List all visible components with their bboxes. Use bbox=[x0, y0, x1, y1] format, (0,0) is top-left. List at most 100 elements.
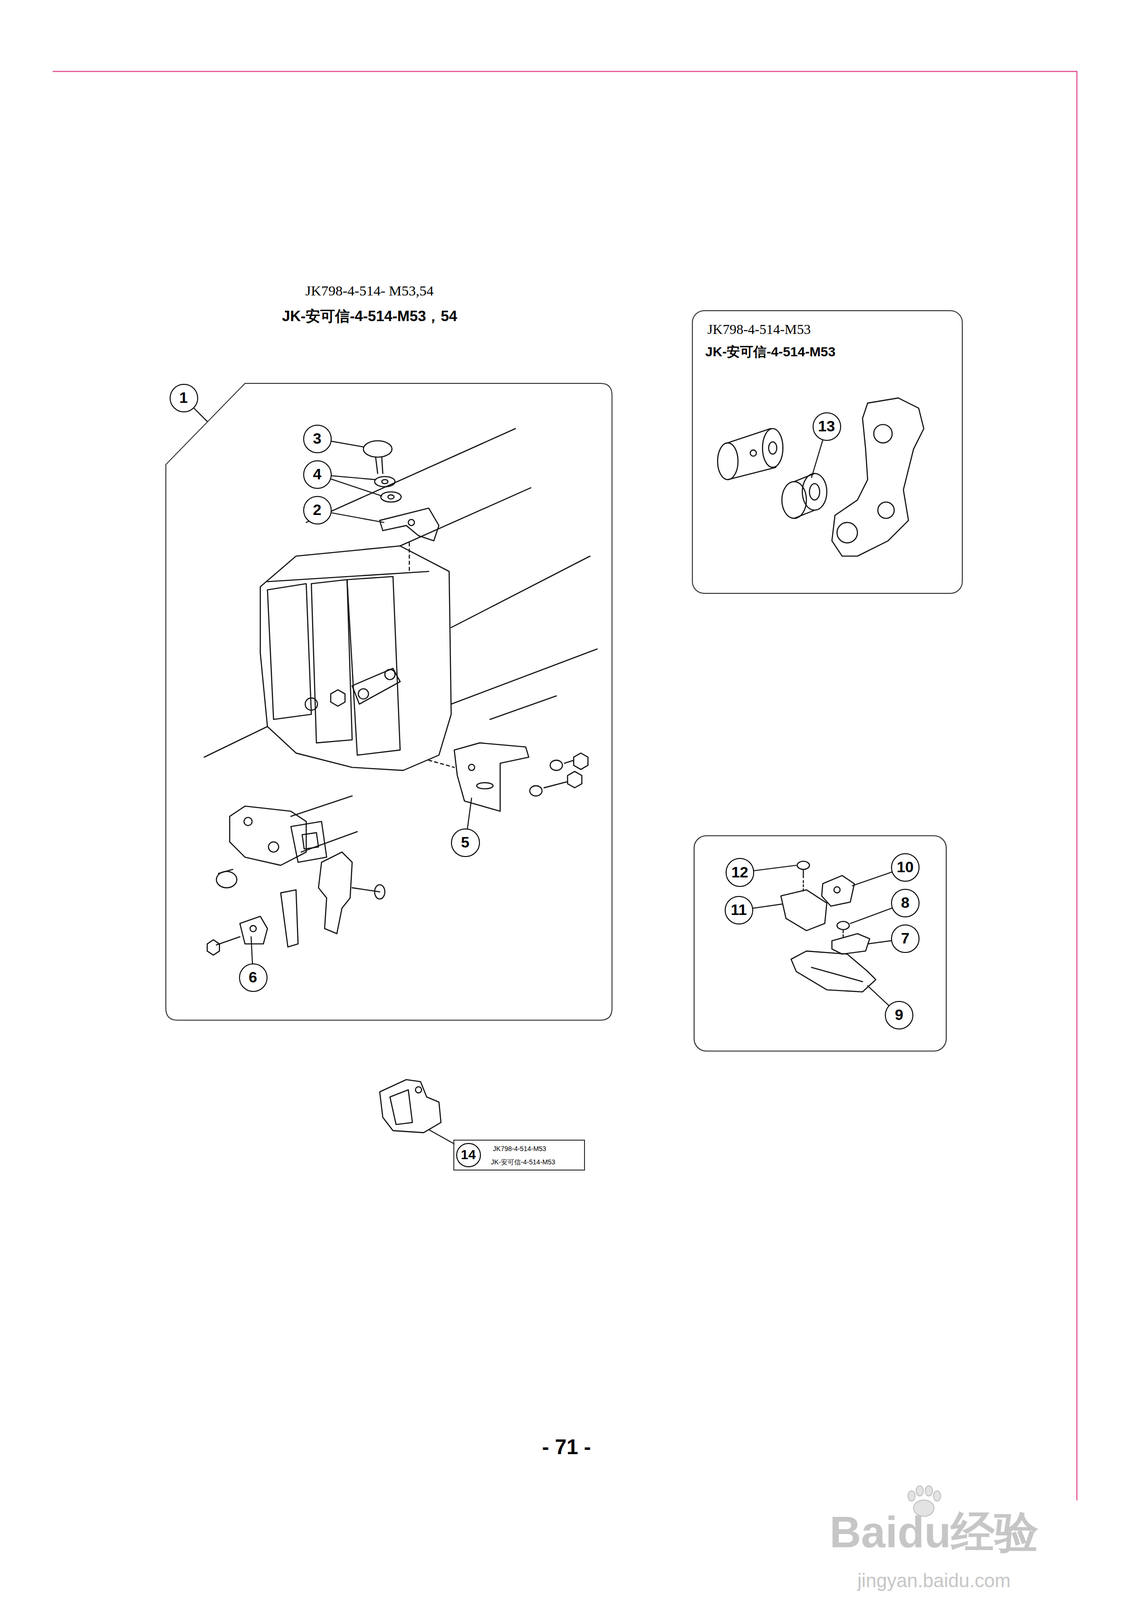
panel-outline bbox=[165, 383, 613, 1021]
parts-panel: JK798-4-514-M53JK-安可信-4-514-M5313 bbox=[691, 310, 963, 595]
presser-foot-panel bbox=[836, 921, 850, 930]
crank-drawing bbox=[717, 398, 924, 557]
watermark-paw bbox=[925, 1486, 933, 1497]
machine-head-drawing bbox=[387, 495, 394, 500]
machine-head-drawing bbox=[384, 669, 395, 680]
page-border-line bbox=[53, 70, 1077, 72]
machine-head-drawing bbox=[428, 760, 455, 768]
crank-drawing bbox=[794, 473, 815, 519]
watermark-paw bbox=[933, 1491, 941, 1502]
machine-head-drawing bbox=[400, 488, 531, 547]
callout-number: 13 bbox=[812, 412, 842, 441]
machine-head-drawing bbox=[311, 579, 353, 744]
machine-head-drawing bbox=[267, 571, 429, 582]
panel-outline bbox=[165, 383, 613, 1022]
callout-label: 14 bbox=[460, 1147, 476, 1163]
callout-label: 3 bbox=[313, 430, 322, 448]
machine-head-drawing bbox=[358, 689, 369, 700]
callout-label: 12 bbox=[731, 863, 749, 882]
presser-foot-panel bbox=[833, 887, 841, 894]
crank-drawing bbox=[768, 441, 777, 455]
presser-bar-parts-drawing bbox=[374, 884, 385, 900]
callout-number: 8 bbox=[891, 889, 920, 918]
presser-foot-panel bbox=[797, 861, 810, 870]
machine-head-drawing bbox=[379, 508, 440, 542]
presser-bar-parts-drawing bbox=[249, 925, 257, 932]
presser-foot-panel bbox=[811, 967, 863, 982]
machine-head-drawing bbox=[260, 546, 452, 771]
model-label: JK798-4-514- M53,54 bbox=[305, 282, 434, 300]
callout-number: 7 bbox=[891, 924, 920, 954]
watermark: Baidu经验 bbox=[829, 1507, 1039, 1559]
machine-head-drawing bbox=[408, 543, 410, 574]
crank-drawing bbox=[836, 522, 858, 544]
crank-drawing bbox=[728, 428, 777, 480]
callout-number: 6 bbox=[239, 963, 268, 993]
machine-head-drawing bbox=[454, 743, 529, 812]
machine-head-drawing bbox=[375, 457, 383, 474]
presser-bar-parts-drawing bbox=[243, 817, 252, 826]
part-14-drawing bbox=[415, 1087, 422, 1094]
machine-head-drawing bbox=[305, 698, 318, 711]
presser-bar-parts-drawing bbox=[216, 871, 237, 888]
crank-drawing bbox=[717, 442, 739, 480]
callout-label: 11 bbox=[730, 901, 748, 920]
machine-head-drawing bbox=[567, 771, 582, 788]
page-border-line bbox=[53, 71, 1077, 1501]
machine-head-drawing bbox=[529, 785, 543, 796]
crank-drawing bbox=[802, 473, 827, 511]
presser-bar-parts-drawing bbox=[239, 916, 268, 945]
presser-foot-panel bbox=[821, 875, 855, 907]
callout-label: 8 bbox=[900, 894, 910, 912]
presser-foot-panel bbox=[791, 951, 876, 993]
machine-head-drawing bbox=[363, 440, 393, 458]
callout-label: 2 bbox=[313, 501, 322, 519]
presser-bar-parts-drawing bbox=[280, 890, 299, 948]
machine-head-drawing bbox=[408, 519, 415, 526]
machine-head-drawing bbox=[267, 584, 312, 720]
machine-head-drawing bbox=[352, 668, 401, 705]
page-border-line bbox=[1076, 71, 1078, 1501]
leader-line bbox=[193, 408, 906, 1145]
crank-drawing bbox=[877, 502, 894, 519]
callout-number: 14 bbox=[456, 1143, 481, 1169]
machine-head-drawing bbox=[450, 556, 590, 628]
presser-bar-parts-drawing bbox=[290, 795, 358, 853]
presser-bar-parts-drawing bbox=[218, 869, 233, 874]
machine-head-drawing bbox=[550, 760, 563, 771]
model-label: JK-安可信-4-514-M53 bbox=[490, 1158, 556, 1167]
parts-panel: JK798-4-514-M53JK-安可信-4-514-M53 14 bbox=[453, 1140, 585, 1171]
callout-label: 5 bbox=[460, 833, 470, 852]
parts-illustration bbox=[53, 71, 1077, 1517]
model-label: JK798-4-514-M53 bbox=[707, 321, 811, 338]
callout-number: 10 bbox=[891, 853, 920, 882]
watermark-paw bbox=[916, 1486, 924, 1497]
presser-bar-parts-drawing bbox=[290, 821, 327, 863]
parts-panel: JK798-4-514- M53,54JK-安可信-4-514-M53，5434… bbox=[165, 383, 613, 1022]
callout-number: 1 bbox=[169, 383, 199, 413]
machine-head-drawing bbox=[489, 696, 557, 720]
callout-label: 13 bbox=[818, 417, 836, 436]
machine-head-drawing bbox=[381, 479, 388, 485]
presser-foot-panel bbox=[832, 933, 870, 955]
presser-bar-parts-drawing bbox=[207, 795, 385, 956]
machine-head-drawing bbox=[374, 476, 395, 487]
presser-bar-parts-drawing bbox=[318, 852, 353, 935]
crank-drawing bbox=[809, 483, 820, 500]
callout-number: 9 bbox=[884, 1001, 914, 1030]
machine-head-drawing bbox=[468, 764, 475, 771]
presser-bar-parts-drawing bbox=[268, 842, 279, 853]
watermark-paw bbox=[908, 1491, 916, 1502]
crank-drawing bbox=[832, 398, 924, 557]
model-label: JK-安可信-4-514-M53，54 bbox=[281, 307, 458, 326]
part-14-drawing bbox=[390, 1090, 413, 1125]
model-label: JK798-4-514-M53 bbox=[492, 1145, 547, 1153]
callout-number: 3 bbox=[303, 424, 332, 454]
crank-drawing bbox=[750, 450, 757, 457]
presser-foot-panel bbox=[694, 835, 947, 1052]
callout-number: 4 bbox=[303, 460, 332, 489]
machine-head-drawing bbox=[204, 726, 268, 758]
presser-foot-panel bbox=[694, 835, 947, 1052]
callout-number: 2 bbox=[303, 496, 332, 525]
